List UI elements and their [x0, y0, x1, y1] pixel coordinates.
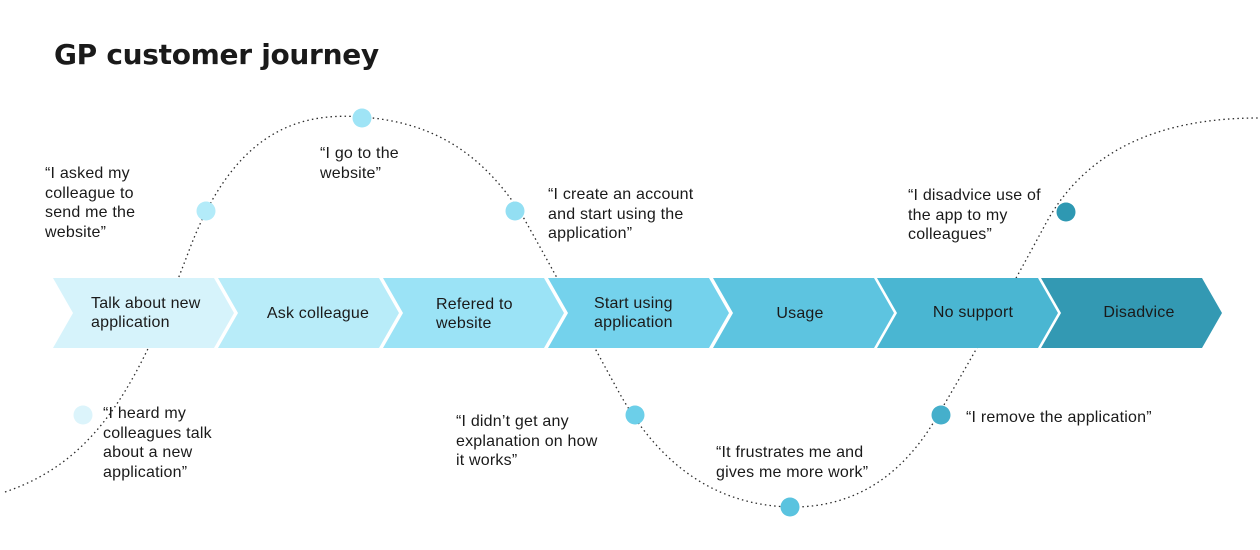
stage-chevron-talk-about-new-application [53, 278, 234, 348]
quote-create-account: “I create an account and start using the… [548, 186, 694, 242]
page-title: GP customer journey [54, 38, 379, 71]
stage-label-disadvice: Disadvice [1103, 303, 1175, 321]
quote-heard-colleagues: “I heard my colleagues talk about a new … [103, 405, 212, 481]
quote-frustrates: “It frustrates me and gives me more work… [716, 444, 869, 481]
stage-label-no-support: No support [932, 303, 1014, 321]
quote-asked-colleague: “I asked my colleague to send me the web… [45, 165, 136, 241]
quote-disadvice-use: “I disadvice use of the app to my collea… [908, 187, 1041, 243]
stage-chevrons [53, 278, 1222, 348]
stage-chevron-refered-to-website [383, 278, 564, 348]
stage-label-usage: Usage [776, 304, 824, 322]
quote-go-to-website: “I go to the website” [320, 145, 399, 182]
quote-dot-8 [1056, 202, 1076, 222]
stage-chevron-no-support [877, 278, 1058, 348]
quote-dots [73, 108, 1076, 517]
stage-label-start-using-application: Start using application [594, 295, 673, 331]
stage-chevron-usage [713, 278, 894, 348]
quote-no-explanation: “I didn’t get any explanation on how it … [456, 413, 598, 469]
quote-dot-5 [625, 405, 645, 425]
stage-chevron-disadvice [1041, 278, 1222, 348]
stage-chevron-ask-colleague [218, 278, 399, 348]
quote-dot-1 [73, 405, 93, 425]
quote-dot-2 [196, 201, 216, 221]
stage-chevron-start-using-application [548, 278, 729, 348]
quote-dot-4 [505, 201, 525, 221]
stage-label-talk-about-new-application: Talk about new application [91, 295, 201, 331]
quote-dot-7 [931, 405, 951, 425]
quote-remove-application: “I remove the application” [966, 409, 1152, 426]
stage-label-refered-to-website: Refered to website [436, 296, 513, 332]
quote-dot-3 [352, 108, 372, 128]
stage-label-ask-colleague: Ask colleague [266, 304, 370, 322]
quote-dot-6 [780, 497, 800, 517]
